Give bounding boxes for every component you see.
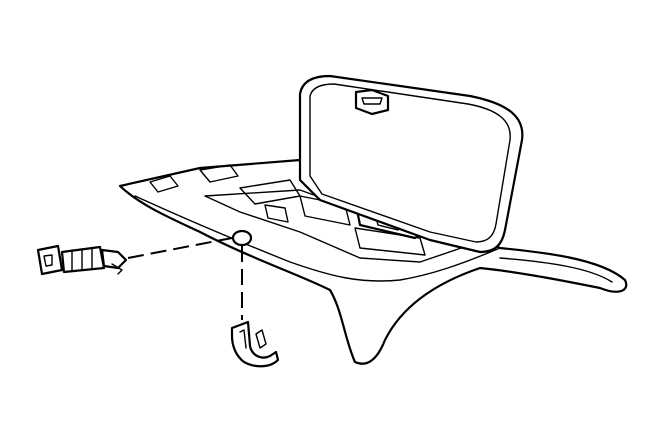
console-lid [298,74,524,254]
leader-line-cylinder [127,237,233,259]
lid-latch [354,88,390,116]
retainer-clip [230,320,280,368]
lock-cylinder [36,244,128,276]
console-base [118,158,628,365]
lock-hole [231,229,253,247]
